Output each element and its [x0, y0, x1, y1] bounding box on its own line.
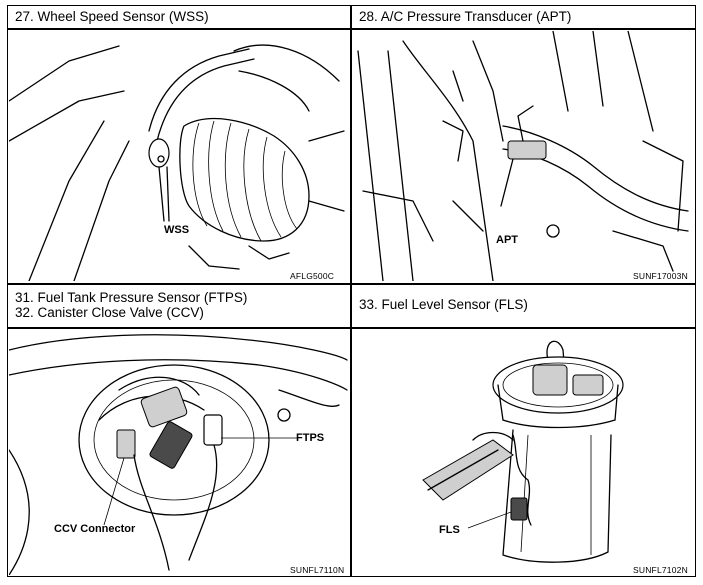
panel-title-apt: 28. A/C Pressure Transducer (APT) [359, 9, 572, 24]
panel-grid [7, 5, 696, 577]
column-divider [350, 5, 352, 577]
callout-apt: APT [496, 234, 518, 246]
row-divider [7, 283, 696, 285]
panel-title-ccv: 32. Canister Close Valve (CCV) [15, 305, 204, 320]
module-connector [532, 364, 568, 396]
sensor-location-sheet: 27. Wheel Speed Sensor (WSS) WSS AFLG500… [7, 5, 696, 577]
callout-wss: WSS [164, 224, 190, 236]
ftps-ccv-illustration [9, 334, 348, 575]
fuel-pump-flange [78, 364, 270, 516]
ftps-sensor [149, 421, 193, 469]
callout-fls: FLS [439, 524, 460, 536]
apt-transducer-body [507, 140, 547, 160]
fls-sensor [510, 497, 528, 521]
callout-ftps: FTPS [296, 432, 325, 444]
panel-title-fls: 33. Fuel Level Sensor (FLS) [359, 297, 528, 312]
row2-title-divider [7, 327, 696, 329]
ftps-connector [140, 386, 188, 428]
fls-illustration [422, 340, 624, 563]
cv-boot [179, 118, 310, 242]
apt-illustration [357, 31, 689, 281]
wss-illustration [9, 44, 345, 281]
wss-sensor-body [148, 138, 170, 168]
hose-clamp [203, 414, 223, 446]
callout-ccv-connector: CCV Connector [54, 523, 136, 535]
figure-code-fls: SUNFL7102N [633, 565, 688, 575]
figure-code-apt: SUNF17003N [633, 271, 688, 281]
panel-title-ftps: 31. Fuel Tank Pressure Sensor (FTPS) [15, 290, 248, 305]
figure-code-ftps: SUNFL7110N [290, 565, 345, 575]
ccv-connector [116, 429, 136, 459]
fls-float-arm [422, 439, 514, 501]
figure-code-wss: AFLG500C [290, 271, 335, 281]
panel-title-wss: 27. Wheel Speed Sensor (WSS) [15, 9, 209, 24]
row1-title-divider [7, 28, 696, 30]
